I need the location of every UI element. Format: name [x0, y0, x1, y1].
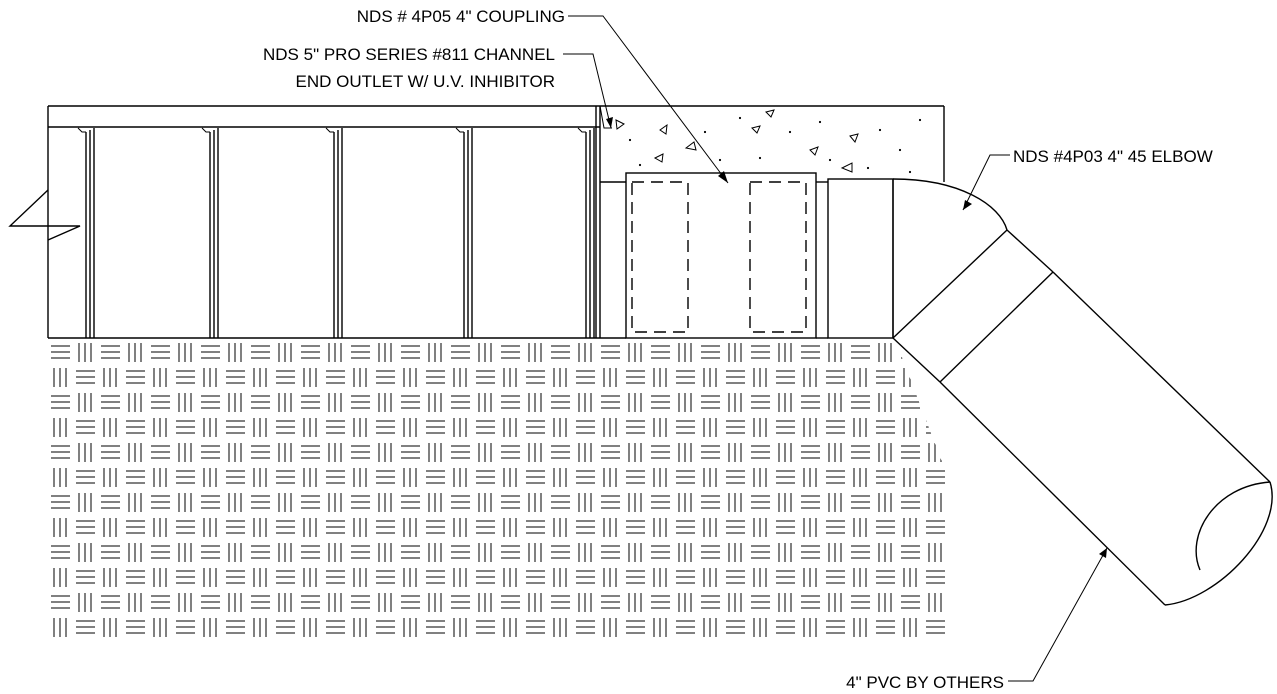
pvc-pipe [939, 271, 1273, 606]
soil-hatch [48, 339, 948, 640]
pipe-stub [827, 178, 894, 339]
channel-ribs [77, 127, 595, 338]
coupling [625, 172, 817, 339]
label-channel-line2: END OUTLET W/ U.V. INHIBITOR [296, 72, 555, 91]
channel-drain [8, 105, 612, 339]
label-channel-line1: NDS 5" PRO SERIES #811 CHANNEL [263, 45, 555, 64]
concrete-slab [600, 105, 945, 339]
elbow-45 [892, 178, 1054, 383]
label-pvc: 4" PVC BY OTHERS [846, 673, 1004, 692]
label-elbow: NDS #4P03 4" 45 ELBOW [1013, 147, 1213, 166]
leader-lines [563, 15, 1108, 682]
concrete-specks [628, 116, 922, 174]
label-coupling: NDS # 4P05 4" COUPLING [357, 7, 565, 26]
concrete-aggregate [615, 109, 859, 173]
